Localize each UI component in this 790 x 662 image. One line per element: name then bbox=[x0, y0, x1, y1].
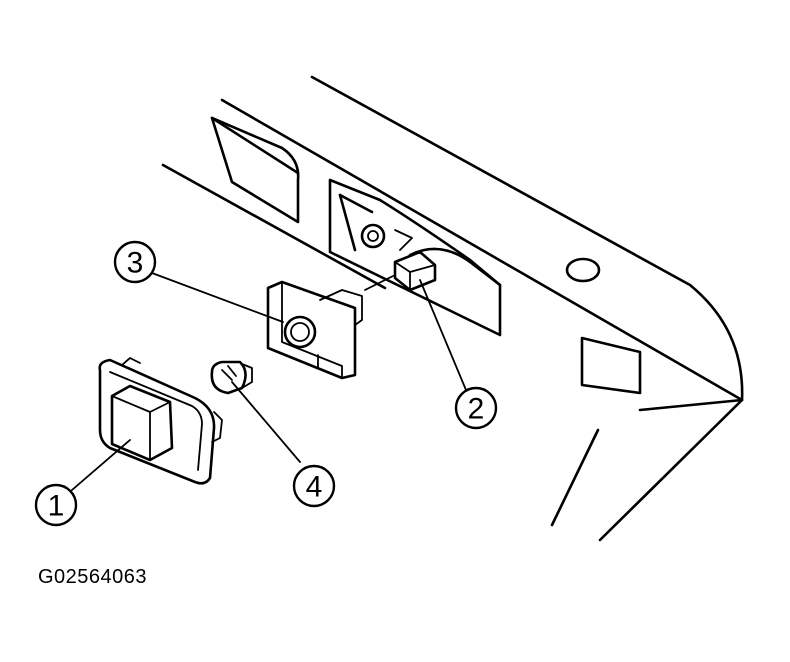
callout-2: 2 bbox=[454, 386, 498, 430]
callout-3-label: 3 bbox=[127, 247, 144, 280]
leader-lines bbox=[71, 272, 467, 491]
callout-1: 1 bbox=[34, 483, 78, 527]
bulb bbox=[210, 360, 253, 395]
callout-3: 3 bbox=[113, 240, 157, 284]
bumper-panel bbox=[161, 75, 744, 542]
lamp-socket bbox=[266, 280, 363, 380]
callout-4: 4 bbox=[292, 464, 336, 508]
callout-2-label: 2 bbox=[468, 393, 485, 426]
connector bbox=[364, 250, 437, 292]
lens-cover bbox=[98, 357, 223, 485]
callout-1-label: 1 bbox=[48, 490, 65, 523]
callout-4-label: 4 bbox=[306, 471, 323, 504]
figure-code: G02564063 bbox=[38, 566, 148, 588]
